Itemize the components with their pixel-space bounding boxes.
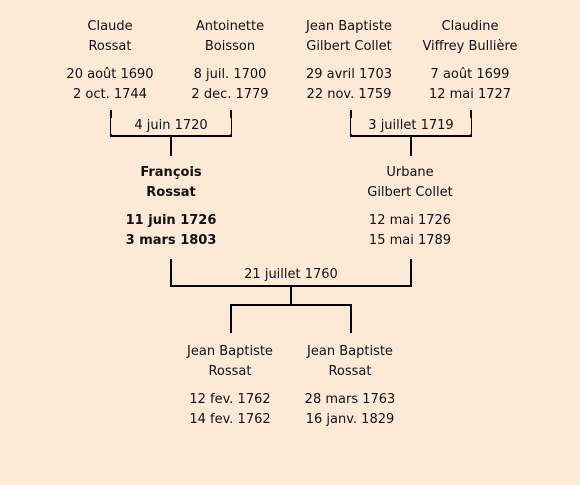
person-first-name: Urbane [386,165,434,180]
person-urbane-gilbert-collet: Urbane Gilbert Collet 12 mai 1726 15 mai… [335,163,485,251]
person-jean-baptiste-rossat-1762: Jean Baptiste Rossat 12 fev. 1762 14 fev… [155,342,305,430]
person-jean-baptiste-gilbert-collet: Jean Baptiste Gilbert Collet 29 avril 17… [274,17,424,105]
person-first-name: Claude [87,19,133,34]
person-last-name: Viffrey Bullière [422,39,518,54]
person-birth-date: 12 fev. 1762 [189,392,271,407]
person-death-date: 2 dec. 1779 [191,87,269,102]
person-jean-baptiste-rossat-1763: Jean Baptiste Rossat 28 mars 1763 16 jan… [275,342,425,430]
person-birth-date: 8 juil. 1700 [193,67,267,82]
person-last-name: Rossat [208,364,252,379]
person-birth-date: 28 mars 1763 [304,392,396,407]
person-birth-date: 11 juin 1726 [125,213,217,228]
person-last-name: Gilbert Collet [367,185,453,200]
person-last-name: Rossat [88,39,132,54]
person-first-name: Jean Baptiste [306,19,392,34]
person-death-date: 3 mars 1803 [125,233,217,248]
person-first-name: François [140,165,202,180]
person-antoinette-boisson: Antoinette Boisson 8 juil. 1700 2 dec. 1… [155,17,305,105]
person-first-name: Claudine [441,19,499,34]
person-claudine-viffrey-bulliere: Claudine Viffrey Bullière 7 août 1699 12… [395,17,545,105]
person-death-date: 22 nov. 1759 [306,87,392,102]
person-birth-date: 20 août 1690 [66,67,154,82]
person-death-date: 15 mai 1789 [368,233,452,248]
person-last-name: Rossat [328,364,372,379]
person-first-name: Antoinette [195,19,265,34]
person-death-date: 14 fev. 1762 [189,412,271,427]
person-first-name: Jean Baptiste [187,344,273,359]
person-first-name: Jean Baptiste [307,344,393,359]
marriage-date-grandparents-left: 4 juin 1720 [111,118,231,134]
person-last-name: Rossat [146,185,196,200]
person-birth-date: 12 mai 1726 [368,213,452,228]
person-death-date: 12 mai 1727 [428,87,512,102]
person-last-name: Gilbert Collet [306,39,392,54]
person-francois-rossat: François Rossat 11 juin 1726 3 mars 1803 [96,163,246,251]
person-death-date: 16 janv. 1829 [305,412,395,427]
marriage-date-parents: 21 juillet 1760 [231,267,351,283]
person-birth-date: 7 août 1699 [430,67,510,82]
person-death-date: 2 oct. 1744 [73,87,147,102]
person-claude-rossat: Claude Rossat 20 août 1690 2 oct. 1744 [35,17,185,105]
person-birth-date: 29 avril 1703 [305,67,393,82]
person-last-name: Boisson [204,39,256,54]
marriage-date-grandparents-right: 3 juillet 1719 [351,118,471,134]
